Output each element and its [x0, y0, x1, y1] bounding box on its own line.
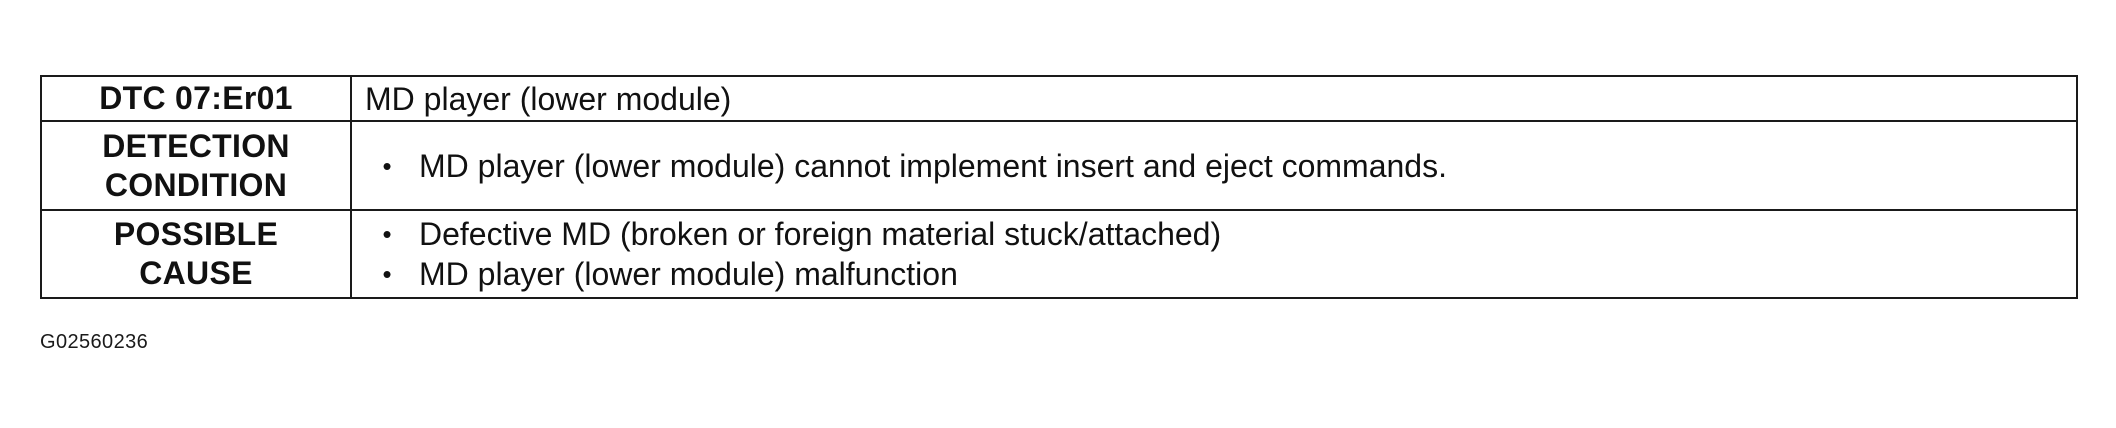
dtc-row: DTC 07:Er01 MD player (lower module) — [40, 75, 2078, 122]
cause-label-line-1: POSSIBLE — [113, 216, 279, 252]
dtc-code-label: DTC 07:Er01 — [40, 75, 352, 122]
figure-code: G02560236 — [40, 331, 149, 353]
dtc-description-text: MD player (lower module) — [365, 80, 732, 117]
dtc-description-cell: MD player (lower module) — [350, 75, 2078, 122]
detection-condition-row: DETECTION CONDITION • MD player (lower m… — [40, 120, 2078, 211]
cause-label-line-2: CAUSE — [139, 255, 253, 291]
dtc-code-text: DTC 07:Er01 — [99, 80, 293, 116]
bullet-icon: • — [382, 150, 392, 181]
list-item: • Defective MD (broken or foreign materi… — [377, 214, 2076, 254]
possible-cause-list: • Defective MD (broken or foreign materi… — [365, 214, 2076, 294]
list-item-text: MD player (lower module) cannot implemen… — [419, 147, 1447, 184]
dtc-info-table: DTC 07:Er01 MD player (lower module) DET… — [40, 75, 2078, 299]
list-item: • MD player (lower module) cannot implem… — [377, 146, 2076, 186]
possible-cause-cell: • Defective MD (broken or foreign materi… — [350, 209, 2078, 299]
detection-label-line-2: CONDITION — [104, 166, 288, 203]
list-item: • MD player (lower module) malfunction — [377, 254, 2076, 294]
detection-condition-label: DETECTION CONDITION — [40, 120, 352, 211]
possible-cause-row: POSSIBLE CAUSE • Defective MD (broken or… — [40, 209, 2078, 299]
bullet-icon: • — [382, 259, 392, 289]
possible-cause-label: POSSIBLE CAUSE — [40, 209, 352, 299]
list-item-text: Defective MD (broken or foreign material… — [419, 216, 1222, 252]
list-item-text: MD player (lower module) malfunction — [419, 256, 958, 292]
detection-condition-list: • MD player (lower module) cannot implem… — [365, 146, 2076, 186]
detection-label-line-1: DETECTION — [102, 127, 290, 164]
detection-condition-cell: • MD player (lower module) cannot implem… — [350, 120, 2078, 211]
bullet-icon: • — [382, 219, 392, 249]
